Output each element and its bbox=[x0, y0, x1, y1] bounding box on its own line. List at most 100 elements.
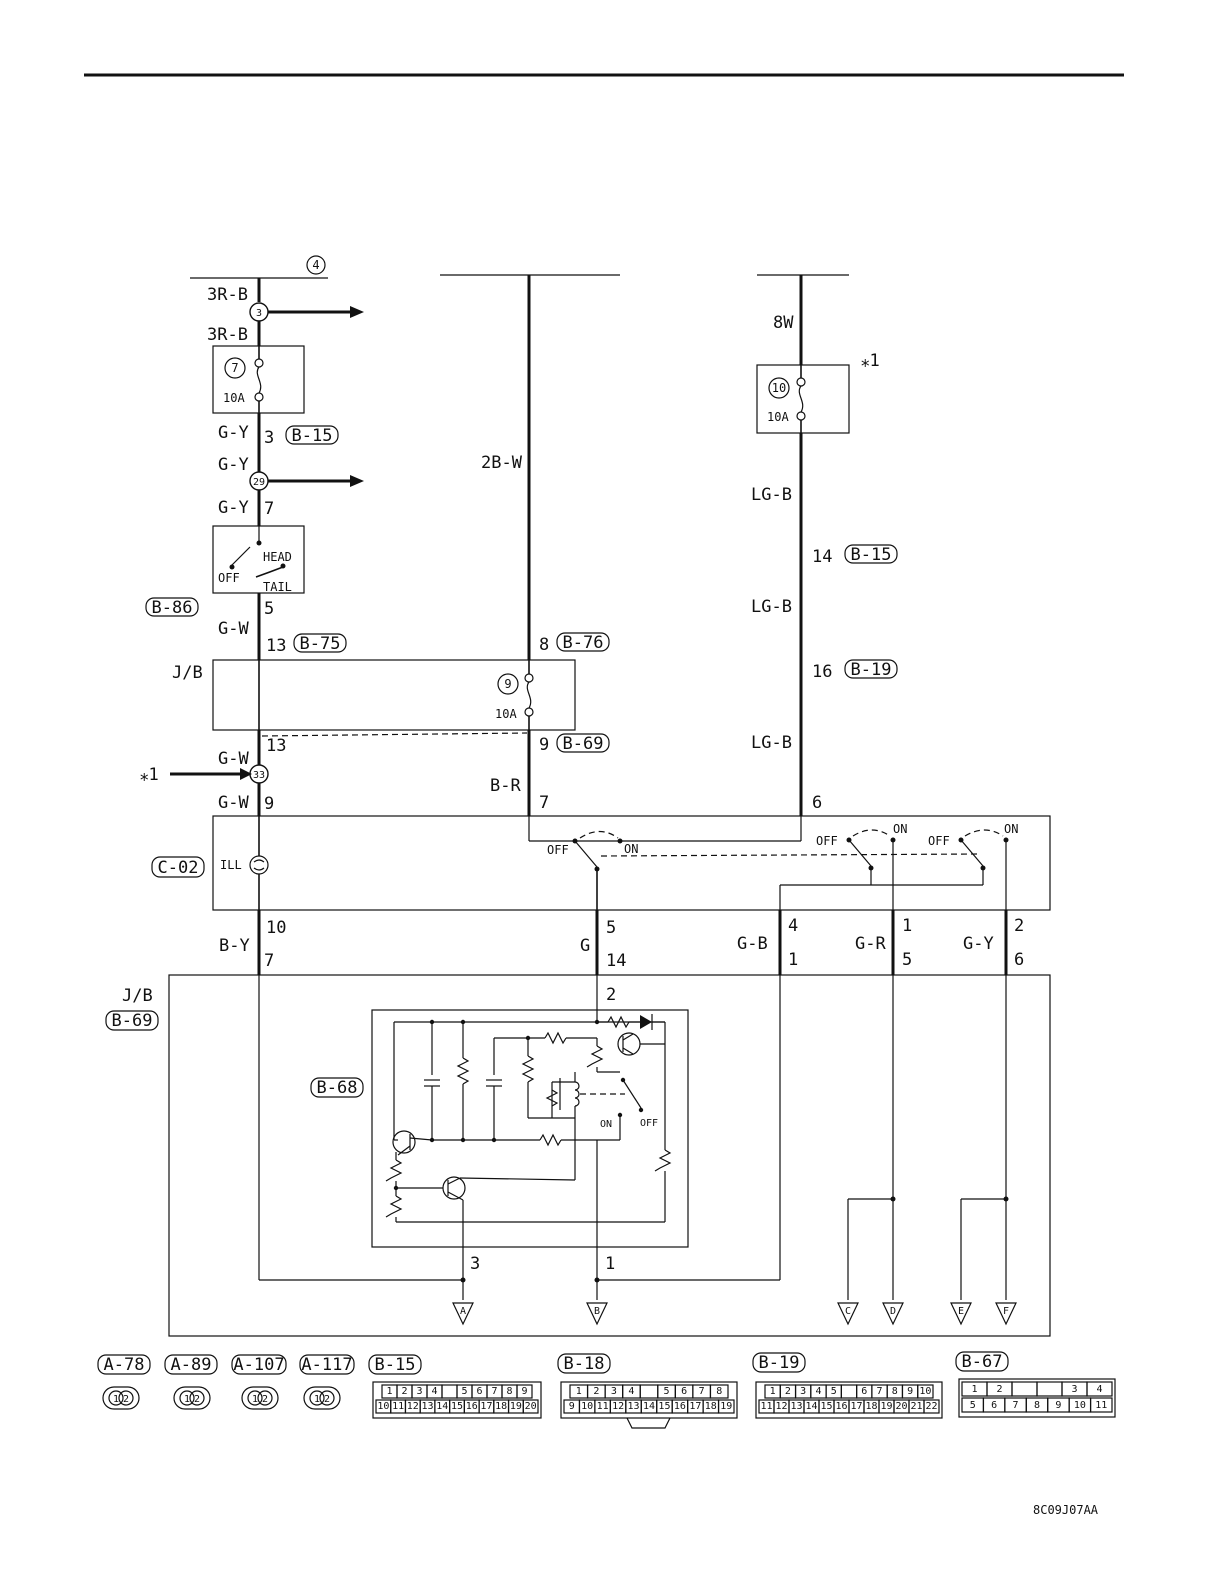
b18-pin-top-0: 1 bbox=[576, 1386, 582, 1397]
b15-cell-top-9 bbox=[516, 1384, 533, 1399]
pin-5-b86: 5 bbox=[264, 599, 274, 619]
b67-pin-top-0: 1 bbox=[971, 1384, 977, 1395]
switch-tail-label: TAIL bbox=[263, 580, 292, 594]
connector-b19-a: B-19 bbox=[851, 660, 892, 680]
b15-pin-bottom-4: 14 bbox=[436, 1401, 448, 1412]
column-1-circuit: 4 3R-B 3 3R-B 7 10A G-Y 3 B-15 G-Y 29 G-… bbox=[140, 255, 364, 816]
svg-text:B: B bbox=[594, 1306, 600, 1317]
b67-cell-top-5 bbox=[1086, 1381, 1113, 1397]
wire-label-3rb-top: 3R-B bbox=[207, 285, 248, 305]
connector-b69-a: B-69 bbox=[563, 734, 604, 754]
b18-cell-top-8 bbox=[709, 1384, 729, 1399]
b19-pin-bottom-8: 19 bbox=[880, 1401, 892, 1412]
b18-pin-top-7: 7 bbox=[699, 1386, 705, 1397]
b15-pin-bottom-2: 12 bbox=[407, 1401, 419, 1412]
connector-b68: B-68 bbox=[317, 1078, 358, 1098]
pin-16-b19: 16 bbox=[812, 662, 832, 682]
pin-2-c02: 2 bbox=[1014, 916, 1024, 936]
output-b bbox=[586, 1302, 608, 1326]
fuse-7-number: 7 bbox=[231, 361, 238, 375]
b18-pin-top-3: 4 bbox=[628, 1386, 634, 1397]
switch-head-label: HEAD bbox=[263, 550, 292, 564]
connector-b15-b: B-15 bbox=[851, 545, 892, 565]
svg-text:1: 1 bbox=[252, 1394, 258, 1405]
face-a117: 1 2 bbox=[303, 1386, 341, 1410]
pin-10-c02: 10 bbox=[266, 918, 286, 938]
b15-pin-bottom-0: 10 bbox=[377, 1401, 389, 1412]
source-ref-4: 4 bbox=[312, 258, 319, 272]
b15-pin-top-7: 7 bbox=[491, 1386, 497, 1397]
pin-7-b86: 7 bbox=[264, 499, 274, 519]
wire-label-gy-1: G-Y bbox=[218, 423, 249, 443]
b19-pin-top-7: 7 bbox=[877, 1386, 883, 1397]
b15-pin-bottom-8: 18 bbox=[495, 1401, 507, 1412]
b15-pin-bottom-6: 16 bbox=[466, 1401, 478, 1412]
wire-label-g: G bbox=[580, 936, 590, 956]
star1-ref-left: ⁎1 bbox=[140, 765, 159, 785]
b18-pin-bottom-9: 18 bbox=[705, 1401, 717, 1412]
pin-3-b68: 3 bbox=[470, 1254, 480, 1274]
pin-9-b69: 9 bbox=[539, 735, 549, 755]
splice-3: 3 bbox=[256, 308, 262, 319]
fuse-10-number: 10 bbox=[772, 381, 786, 395]
splice-29: 29 bbox=[253, 477, 265, 488]
pin-1-c02: 1 bbox=[902, 916, 912, 936]
face-label-b67: B-67 bbox=[962, 1352, 1003, 1372]
b15-pin-top-8: 8 bbox=[506, 1386, 512, 1397]
pin-1-b69: 1 bbox=[788, 950, 798, 970]
sw2-on-label: ON bbox=[893, 822, 907, 836]
fuse-10-box bbox=[756, 364, 850, 434]
output-f bbox=[995, 1302, 1017, 1326]
output-terminals: A B C D E F bbox=[452, 1302, 1017, 1326]
b15-pin-top-0: 1 bbox=[386, 1386, 392, 1397]
pin-5-b69: 5 bbox=[902, 950, 912, 970]
relay-on-label: ON bbox=[600, 1119, 612, 1130]
b19-pin-bottom-4: 15 bbox=[820, 1401, 832, 1412]
b19-pin-bottom-3: 14 bbox=[805, 1401, 817, 1412]
face-label-b15: B-15 bbox=[375, 1355, 416, 1375]
wire-label-lgb-2: LG-B bbox=[751, 597, 792, 617]
sw3-off-label: OFF bbox=[928, 834, 950, 848]
sw1-off-label: OFF bbox=[547, 843, 569, 857]
b18-pin-bottom-8: 17 bbox=[689, 1401, 701, 1412]
diagram-code: 8C09J07AA bbox=[1033, 1503, 1099, 1517]
b67-pin-top-5: 4 bbox=[1096, 1384, 1102, 1395]
wire-label-by: B-Y bbox=[219, 936, 250, 956]
junction-block-upper bbox=[212, 659, 576, 731]
b67-cell-bottom-6 bbox=[1089, 1397, 1113, 1413]
b67-cell-top-3 bbox=[1036, 1381, 1063, 1397]
wire-label-gw-1: G-W bbox=[218, 619, 249, 639]
switch-off-label: OFF bbox=[218, 571, 240, 585]
b18-pin-top-2: 3 bbox=[611, 1386, 617, 1397]
pin-7-b69: 7 bbox=[264, 951, 274, 971]
pin-7-c02: 7 bbox=[539, 793, 549, 813]
b19-pin-bottom-6: 17 bbox=[850, 1401, 862, 1412]
b18-pin-bottom-0: 9 bbox=[569, 1401, 575, 1412]
svg-text:2: 2 bbox=[262, 1394, 268, 1405]
output-d bbox=[882, 1302, 904, 1326]
connector-face-views: A-78 A-89 A-107 A-117 B-15 B-18 B-19 B-6… bbox=[97, 1351, 1116, 1429]
b18-pin-bottom-4: 13 bbox=[628, 1401, 640, 1412]
sw3-on-label: ON bbox=[1004, 822, 1018, 836]
pin-13-b75: 13 bbox=[266, 636, 286, 656]
fuse-9-rating: 10A bbox=[495, 707, 517, 721]
face-label-b18: B-18 bbox=[564, 1354, 605, 1374]
jb-label-upper: J/B bbox=[172, 663, 203, 683]
star1-ref-right: ⁎1 bbox=[861, 351, 880, 371]
b19-pin-top-1: 2 bbox=[785, 1386, 791, 1397]
svg-text:2: 2 bbox=[194, 1394, 200, 1405]
svg-text:C: C bbox=[845, 1306, 851, 1317]
pin-2-b68: 2 bbox=[606, 985, 616, 1005]
connector-b15-a: B-15 bbox=[292, 426, 333, 446]
b19-cell-top-5 bbox=[840, 1384, 858, 1399]
b15-pin-bottom-3: 13 bbox=[422, 1401, 434, 1412]
b15-pin-top-9: 9 bbox=[521, 1386, 527, 1397]
b19-cell-bottom-11 bbox=[923, 1399, 940, 1414]
connector-b75: B-75 bbox=[300, 634, 341, 654]
b18-cell-bottom-10 bbox=[717, 1399, 735, 1414]
sw2-off-label: OFF bbox=[816, 834, 838, 848]
b67-pin-bottom-6: 11 bbox=[1095, 1400, 1107, 1411]
b67-pin-bottom-1: 6 bbox=[991, 1400, 997, 1411]
